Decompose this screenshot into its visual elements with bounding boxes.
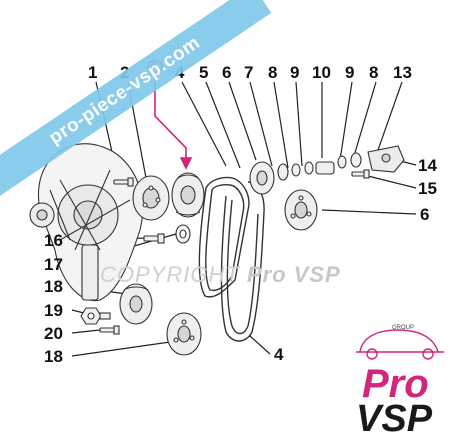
leader-4b [249,335,271,355]
leader-18b [71,341,171,357]
watermark-brand: Pro VSP [246,262,341,287]
callout-9b: 9 [345,63,355,82]
pulley-part-18 [119,283,153,325]
callout-8b: 8 [369,63,379,82]
callout-18: 18 [44,277,63,296]
callout-18b: 18 [44,347,63,366]
leader-6b [321,209,417,215]
bolt-part-1 [113,177,134,187]
leader-13 [377,81,403,151]
leader-9b [339,81,353,161]
watermark-text: COPYRIGHT [100,262,240,287]
nut-part-19 [80,307,111,325]
logo-group-tag: GROUP [392,325,415,331]
callout-14: 14 [418,156,437,175]
callout-10: 10 [312,63,331,82]
callout-19: 19 [44,301,63,320]
leader-6 [228,81,257,161]
leader-5 [205,81,241,169]
bolt-part-15 [351,169,370,179]
tensioner-assembly [249,152,362,195]
pulley-part-3 [171,172,205,218]
logo-pro-text: Pro [362,362,429,406]
leader-8b [353,81,377,157]
pulley-part-6 [284,189,318,231]
leader-4 [181,81,227,167]
callout-8: 8 [268,63,278,82]
callout-17: 17 [44,255,63,274]
washer-part-17 [175,224,191,244]
callout-7: 7 [244,63,254,82]
leader-20 [71,329,101,334]
pulley-part-18b [166,312,202,356]
callout-13: 13 [393,63,412,82]
logo-car-icon [356,329,444,360]
leader-7 [249,81,273,167]
callout-6: 6 [222,63,232,82]
pulley-part-2 [132,175,170,221]
callout-4b: 4 [274,345,284,364]
leader-15 [367,175,417,189]
drive-belt-part-4 [198,176,265,342]
callout-5: 5 [199,63,209,82]
callout-15: 15 [418,179,437,198]
bolt-part-16 [143,233,165,244]
callout-16: 16 [44,231,63,250]
callout-9: 9 [290,63,300,82]
callout-1: 1 [88,63,98,82]
leader-9 [295,81,303,167]
bolt-part-20 [99,325,120,335]
copyright-watermark: COPYRIGHT Pro VSP [100,262,341,288]
leader-8 [273,81,289,169]
callout-6b: 6 [420,205,430,224]
logo-vsp-text: VSP [356,398,433,440]
bracket-part-14 [367,145,405,173]
callout-20: 20 [44,324,63,343]
